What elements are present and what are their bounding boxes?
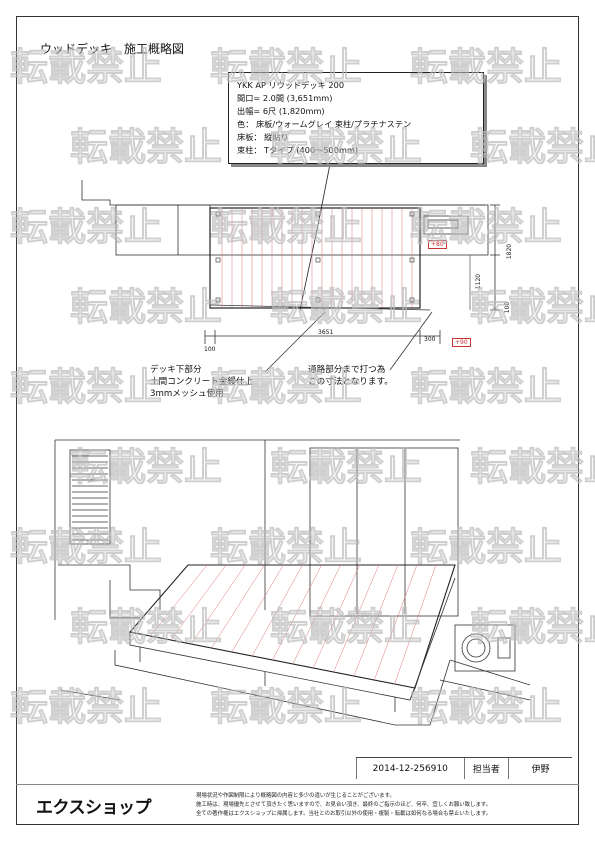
note-line: 土間コンクリート金鏝仕上 bbox=[150, 377, 254, 387]
dim-inner: 1120 bbox=[475, 273, 483, 290]
disclaimer: 現場状況や作図制限により概略図の内容と多少の違いが生じることがございます。 施工… bbox=[196, 792, 491, 819]
note-line: 3mmメッシュ使用 bbox=[150, 389, 224, 399]
info-bar: 2014-12-256910 担当者 伊野 bbox=[356, 757, 572, 779]
note-line: デッキ下部分 bbox=[150, 365, 202, 375]
plus-bottom-label: +90 bbox=[452, 338, 471, 347]
footer: エクスショップ 現場状況や作図制限により概略図の内容と多少の違いが生じることがご… bbox=[16, 784, 579, 825]
spec-line: 束柱： Tタイプ (400～500mm) bbox=[237, 145, 359, 155]
person-name: 伊野 bbox=[507, 758, 572, 779]
dim-depth: 1820 bbox=[506, 243, 514, 260]
disclaimer-line: 全ての著作権はエクスショップに帰属します。当社とのお取引以外の使用・複製・転載は… bbox=[196, 810, 492, 817]
spec-line: 間口= 2.0間 (3,651mm) bbox=[237, 93, 333, 103]
dim-right: 300 bbox=[424, 336, 436, 343]
spec-box: YKK AP リウッドデッキ 200 間口= 2.0間 (3,651mm) 出幅… bbox=[228, 72, 484, 164]
dim-edge: 100 bbox=[504, 301, 512, 314]
dim-width: 3651 bbox=[318, 329, 334, 336]
disclaimer-line: 施工時は、現場優先とさせて頂きたく思いますので、お見合い頂き、最終のご指示のほど… bbox=[196, 801, 492, 808]
spec-line: 床板： 縦貼り bbox=[237, 132, 289, 142]
spec-line: 色： 床板/ウォームグレイ 束柱/プラチナステン bbox=[237, 119, 412, 129]
spec-line: YKK AP リウッドデッキ 200 bbox=[237, 80, 345, 90]
drawing-frame bbox=[16, 16, 579, 825]
dim-left: 100 bbox=[204, 346, 216, 353]
walkway-note: 通路部分まで打つ為 この寸法となります。 bbox=[308, 364, 393, 388]
under-deck-note: デッキ下部分 土間コンクリート金鏝仕上 3mmメッシュ使用 bbox=[150, 364, 253, 400]
drawing-title: ウッドデッキ 施工概略図 bbox=[40, 42, 185, 56]
disclaimer-line: 現場状況や作図制限により概略図の内容と多少の違いが生じることがございます。 bbox=[196, 792, 395, 799]
company-logo: エクスショップ bbox=[36, 797, 152, 818]
plus-top-label: +80 bbox=[428, 240, 447, 249]
drawing-code: 2014-12-256910 bbox=[356, 758, 464, 779]
note-line: この寸法となります。 bbox=[308, 377, 393, 387]
person-role: 担当者 bbox=[463, 758, 508, 779]
note-line: 通路部分まで打つ為 bbox=[308, 365, 386, 375]
spec-line: 出幅= 6尺 (1,820mm) bbox=[237, 106, 325, 116]
